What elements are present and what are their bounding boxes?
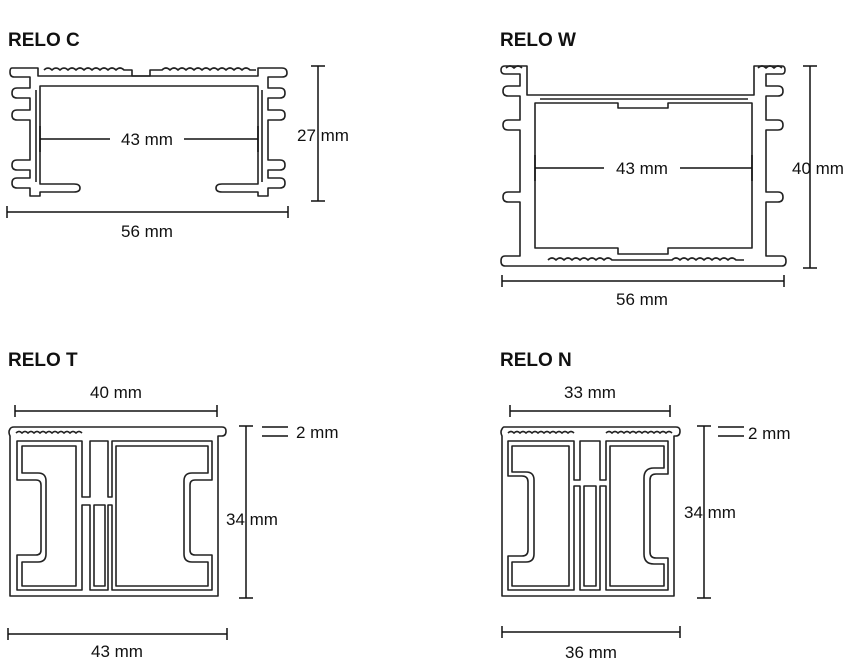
relo-n-height-label: 34 mm [684, 503, 736, 522]
relo-n-bottom-width-label: 36 mm [565, 643, 617, 662]
relo-t-panel: RELO T 40 mm 2 mm 34 mm [7, 350, 339, 661]
relo-w-outer-width-dimension: 56 mm [501, 275, 785, 309]
relo-t-height-dimension: 34 mm [226, 425, 278, 599]
relo-w-height-label: 40 mm [792, 159, 844, 178]
relo-w-title: RELO W [500, 30, 576, 51]
relo-t-thickness-label: 2 mm [296, 423, 339, 442]
relo-n-height-dimension: 34 mm [684, 425, 736, 599]
relo-c-profile-icon [9, 67, 288, 197]
relo-c-height-label: 27 mm [297, 126, 349, 145]
relo-w-profile-icon [500, 65, 787, 267]
relo-n-title: RELO N [500, 350, 572, 371]
relo-w-outer-width-label: 56 mm [616, 290, 668, 309]
relo-t-thickness-dimension: 2 mm [262, 423, 339, 442]
relo-c-height-dimension: 27 mm [297, 65, 349, 202]
relo-c-panel: RELO C 43 mm 27 mm 56 mm [6, 30, 349, 241]
relo-t-height-label: 34 mm [226, 510, 278, 529]
relo-w-inner-width-dimension: 43 mm [534, 155, 753, 181]
relo-t-bottom-width-label: 43 mm [91, 642, 143, 661]
relo-n-top-width-label: 33 mm [564, 383, 616, 402]
relo-t-bottom-width-dimension: 43 mm [7, 628, 228, 661]
relo-n-panel: RELO N 33 mm 2 mm 34 mm [500, 350, 791, 662]
relo-c-title: RELO C [8, 30, 80, 51]
relo-t-title: RELO T [8, 350, 78, 371]
relo-n-profile-icon [500, 426, 681, 597]
relo-c-outer-width-dimension: 56 mm [6, 206, 289, 241]
relo-t-top-width-label: 40 mm [90, 383, 142, 402]
relo-n-thickness-dimension: 2 mm [718, 424, 791, 443]
relo-c-outer-width-label: 56 mm [121, 222, 173, 241]
relo-w-panel: RELO W 43 mm 40 mm 56 mm [500, 30, 844, 309]
relo-t-top-width-dimension: 40 mm [14, 383, 218, 417]
relo-n-bottom-width-dimension: 36 mm [501, 626, 681, 662]
relo-n-top-width-dimension: 33 mm [509, 383, 671, 417]
relo-t-profile-icon [8, 426, 227, 597]
relo-c-inner-width-label: 43 mm [121, 130, 173, 149]
relo-w-height-dimension: 40 mm [792, 65, 844, 269]
relo-w-inner-width-label: 43 mm [616, 159, 668, 178]
relo-n-thickness-label: 2 mm [748, 424, 791, 443]
relo-c-inner-width-dimension: 43 mm [39, 126, 259, 152]
